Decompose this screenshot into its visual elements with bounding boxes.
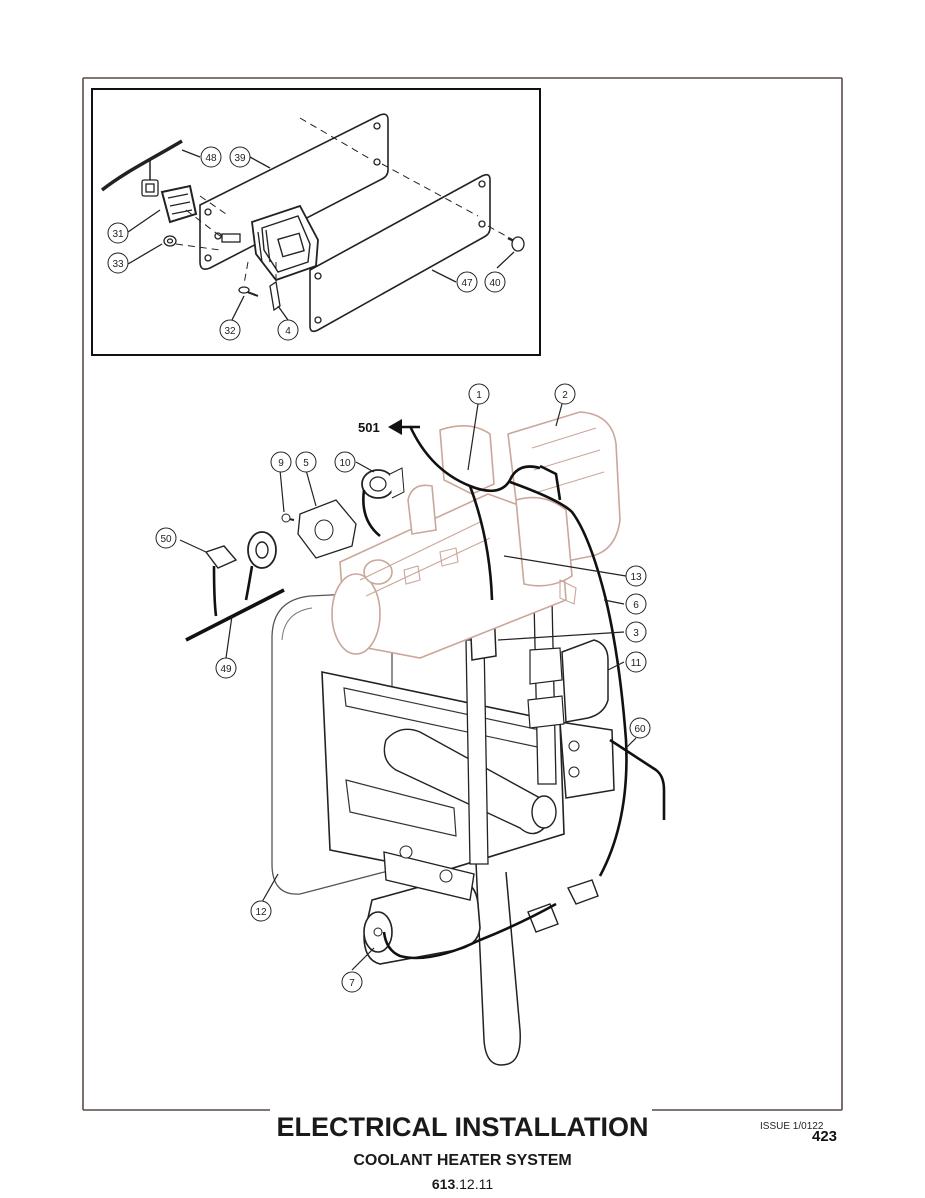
svg-text:5: 5 [303,458,309,469]
callout-6: 6 [625,593,647,615]
reference-501-label: 501 [358,420,380,435]
callout-60: 60 [629,717,651,739]
issue-label: ISSUE 1/0122 [760,1121,824,1132]
page-subtitle: COOLANT HEATER SYSTEM [353,1152,572,1169]
callout-13: 13 [625,565,647,587]
callout-39: 39 [229,146,251,168]
svg-text:40: 40 [489,278,501,289]
callout-7: 7 [341,971,363,993]
document-number: 613.12.11 [0,1176,925,1192]
callout-3: 3 [625,621,647,643]
svg-text:47: 47 [461,278,473,289]
callout-50: 50 [155,527,177,549]
document-number-prefix: 613 [431,1176,456,1192]
svg-text:13: 13 [630,572,642,583]
svg-text:32: 32 [224,326,236,337]
svg-text:48: 48 [205,153,217,164]
callout-12: 12 [250,900,272,922]
callout-47: 47 [456,271,478,293]
svg-text:1: 1 [476,390,482,401]
svg-text:31: 31 [112,229,124,240]
outer-frame [82,77,843,1111]
callout-10: 10 [334,451,356,473]
svg-text:9: 9 [278,458,284,469]
svg-text:6: 6 [633,600,639,611]
callout-31: 31 [107,222,129,244]
callout-1: 1 [468,383,490,405]
svg-text:39: 39 [234,153,246,164]
inset-detail-box [91,88,541,356]
svg-text:4: 4 [285,326,291,337]
svg-text:11: 11 [631,658,642,669]
svg-text:10: 10 [339,458,351,469]
callout-48: 48 [200,146,222,168]
svg-text:7: 7 [349,978,355,989]
wiring-harness [185,425,666,960]
callout-32: 32 [219,319,241,341]
svg-text:49: 49 [220,664,232,675]
reference-arrow-501: 501 [358,419,420,435]
document-number-suffix: .12.11 [455,1176,494,1192]
svg-text:2: 2 [562,390,568,401]
callout-2: 2 [554,383,576,405]
callout-bubbles: 48 39 31 33 32 4 47 40 1 2 9 5 10 50 13 … [107,146,651,993]
svg-text:50: 50 [160,534,172,545]
callout-40: 40 [484,271,506,293]
leader-lines [179,403,637,971]
svg-text:3: 3 [633,628,639,639]
page-number: 423 [812,1128,838,1145]
callout-49: 49 [215,657,237,679]
callout-4: 4 [277,319,299,341]
svg-text:33: 33 [112,259,124,270]
callout-5: 5 [295,451,317,473]
callout-11: 11 [625,651,647,673]
callout-33: 33 [107,252,129,274]
svg-text:12: 12 [255,907,267,918]
inset-parts [100,113,525,333]
callout-9: 9 [270,451,292,473]
page-title: ELECTRICAL INSTALLATION [276,1112,649,1142]
heater-assembly [204,411,621,1066]
svg-text:60: 60 [634,724,646,735]
